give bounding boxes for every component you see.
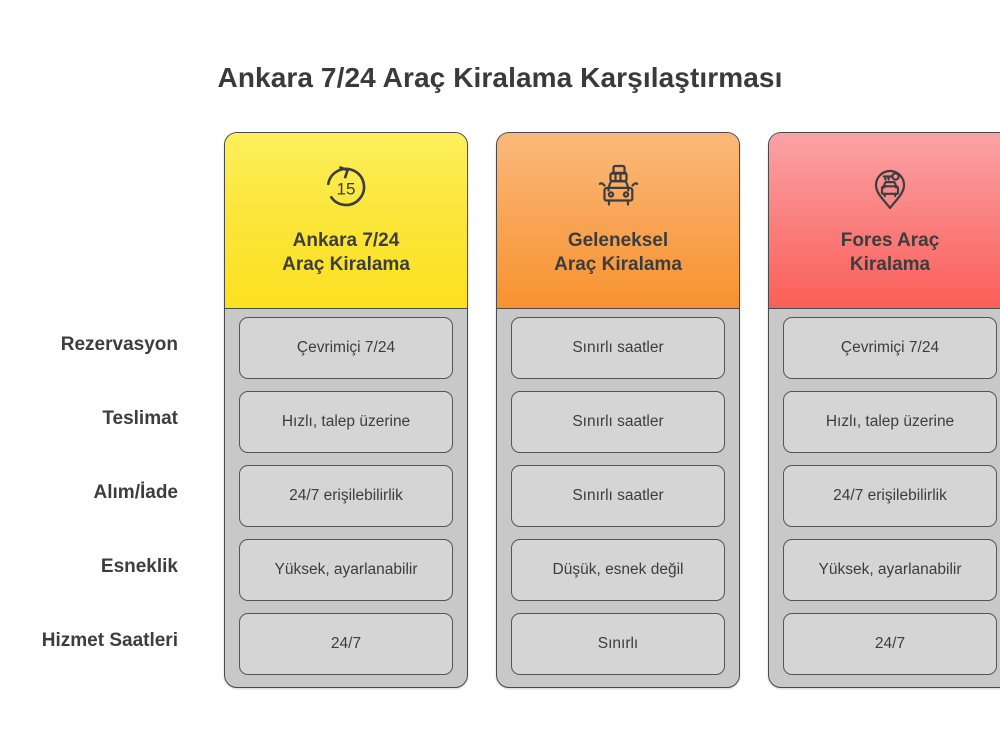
card-body-fores: Çevrimiçi 7/24 Hızlı, talep üzerine 24/7… xyxy=(769,309,1000,687)
card-body-geleneksel: Sınırlı saatler Sınırlı saatler Sınırlı … xyxy=(497,309,739,687)
row-label-hizmet-saatleri: Hizmet Saatleri xyxy=(41,630,178,651)
comparison-cards: 15 Ankara 7/24 Araç Kiralama Çevrimiçi 7… xyxy=(190,132,1000,688)
cell-fores-esneklik: Yüksek, ayarlanabilir xyxy=(783,539,997,601)
comparison-card-ankara-724[interactable]: 15 Ankara 7/24 Araç Kiralama Çevrimiçi 7… xyxy=(224,132,468,688)
cell-fores-teslimat: Hızlı, talep üzerine xyxy=(783,391,997,453)
row-label-column: Rezervasyon Teslimat Alım/İade Esneklik … xyxy=(0,132,190,678)
rewind-15-icon: 15 xyxy=(318,159,374,215)
car-with-luggage-icon xyxy=(590,159,646,215)
row-label-teslimat: Teslimat xyxy=(102,408,178,429)
card-header-geleneksel: Geleneksel Araç Kiralama xyxy=(497,133,739,309)
row-label-alim-iade: Alım/İade xyxy=(93,482,178,503)
cell-fores-hizmet-saatleri: 24/7 xyxy=(783,613,997,675)
cell-fores-rezervasyon: Çevrimiçi 7/24 xyxy=(783,317,997,379)
row-label-esneklik: Esneklik xyxy=(100,556,178,577)
comparison-card-fores[interactable]: Fores Araç Kiralama Çevrimiçi 7/24 Hızlı… xyxy=(768,132,1000,688)
cell-ankara-724-alim-iade: 24/7 erişilebilirlik xyxy=(239,465,453,527)
cell-ankara-724-esneklik: Yüksek, ayarlanabilir xyxy=(239,539,453,601)
cell-geleneksel-alim-iade: Sınırlı saatler xyxy=(511,465,725,527)
svg-text:15: 15 xyxy=(337,180,356,199)
car-location-pin-icon xyxy=(862,159,918,215)
cell-ankara-724-hizmet-saatleri: 24/7 xyxy=(239,613,453,675)
card-header-fores: Fores Araç Kiralama xyxy=(769,133,1000,309)
cell-fores-alim-iade: 24/7 erişilebilirlik xyxy=(783,465,997,527)
cell-geleneksel-esneklik: Düşük, esnek değil xyxy=(511,539,725,601)
page-title: Ankara 7/24 Araç Kiralama Karşılaştırmas… xyxy=(217,62,783,93)
card-title-geleneksel: Geleneksel Araç Kiralama xyxy=(554,230,682,276)
card-header-ankara-724: 15 Ankara 7/24 Araç Kiralama xyxy=(225,133,467,309)
comparison-grid: Rezervasyon Teslimat Alım/İade Esneklik … xyxy=(0,132,1000,702)
card-title-fores: Fores Araç Kiralama xyxy=(840,230,940,276)
cell-ankara-724-rezervasyon: Çevrimiçi 7/24 xyxy=(239,317,453,379)
row-label-rezervasyon: Rezervasyon xyxy=(60,334,178,355)
card-body-ankara-724: Çevrimiçi 7/24 Hızlı, talep üzerine 24/7… xyxy=(225,309,467,687)
cell-geleneksel-hizmet-saatleri: Sınırlı xyxy=(511,613,725,675)
cell-geleneksel-teslimat: Sınırlı saatler xyxy=(511,391,725,453)
comparison-card-geleneksel[interactable]: Geleneksel Araç Kiralama Sınırlı saatler… xyxy=(496,132,740,688)
card-title-ankara-724: Ankara 7/24 Araç Kiralama xyxy=(282,230,410,276)
cell-ankara-724-teslimat: Hızlı, talep üzerine xyxy=(239,391,453,453)
cell-geleneksel-rezervasyon: Sınırlı saatler xyxy=(511,317,725,379)
